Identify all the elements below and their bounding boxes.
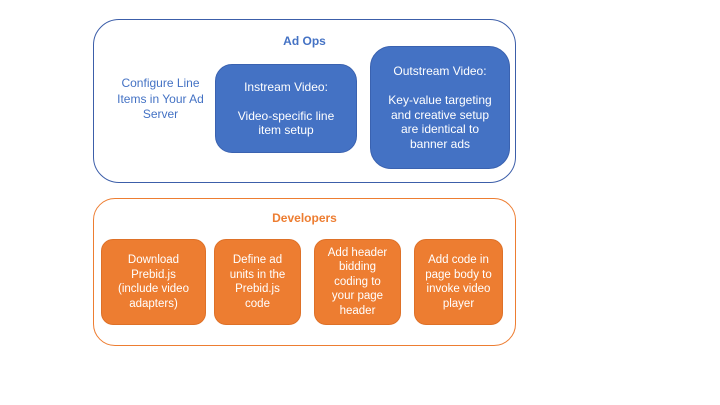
- step-download-prebid: Download Prebid.js (include video adapte…: [101, 239, 206, 325]
- configure-line-items-label: Configure Line Items in Your Ad Server: [117, 76, 204, 121]
- instream-video-box: Instream Video: Video-specific line item…: [215, 64, 357, 153]
- step-add-header-bidding: Add header bidding coding to your page h…: [314, 239, 401, 325]
- developers-title: Developers: [272, 211, 337, 225]
- ad-ops-title: Ad Ops: [283, 34, 326, 48]
- step-define-ad-units: Define ad units in the Prebid.js code: [214, 239, 301, 325]
- developers-group: Developers Download Prebid.js (include v…: [93, 198, 516, 346]
- outstream-video-box: Outstream Video: Key-value targeting and…: [370, 46, 510, 169]
- ad-ops-group: Ad Ops Configure Line Items in Your Ad S…: [93, 19, 516, 183]
- step-add-page-body-code: Add code in page body to invoke video pl…: [414, 239, 503, 325]
